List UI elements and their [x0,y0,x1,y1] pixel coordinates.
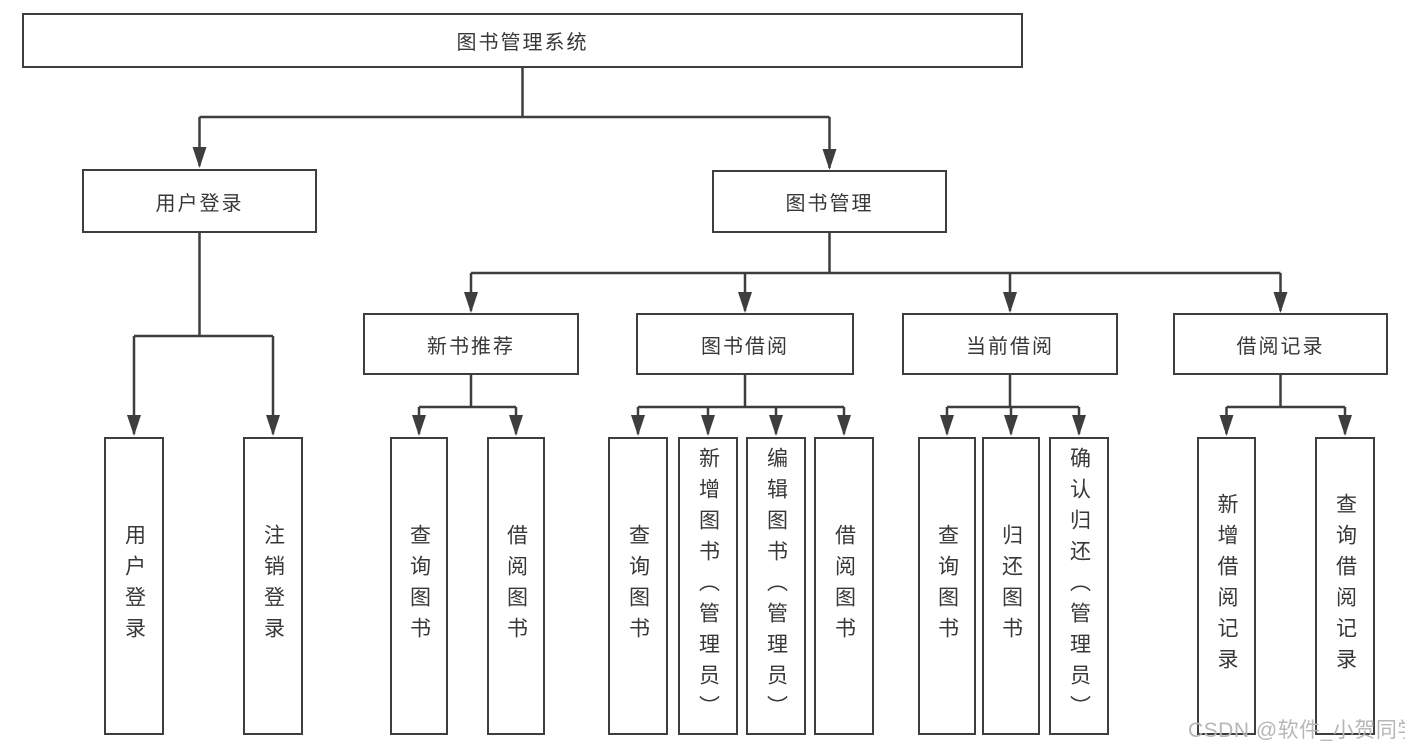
leaf-cb-query-books: 查询图书 [918,437,976,735]
node-label: 借阅图书 [832,524,856,648]
leaf-nbr-borrow-books: 借阅图书 [487,437,545,735]
node-current-borrowing: 当前借阅 [902,313,1118,375]
leaf-br-add-record: 新增借阅记录 [1197,437,1256,735]
node-label: 注销登录 [261,524,285,648]
leaf-bb-add-books-admin: 新增图书（管理员） [678,437,738,735]
node-label: 查询借阅记录 [1333,493,1357,679]
node-book-management: 图书管理 [712,170,947,233]
node-label: 图书借阅 [701,335,789,358]
csdn-watermark: CSDN @软件_小贺同学 [1188,719,1405,742]
node-label: 查询图书 [407,524,431,648]
leaf-cb-return-books: 归还图书 [982,437,1040,735]
node-label: 编辑图书（管理员） [764,446,788,726]
leaf-bb-query-books: 查询图书 [608,437,668,735]
leaf-user-login: 用户登录 [104,437,164,735]
leaf-bb-borrow-books: 借阅图书 [814,437,874,735]
node-label: 确认归还（管理员） [1067,446,1091,726]
node-borrowing-records: 借阅记录 [1173,313,1388,375]
node-label: 借阅记录 [1236,335,1325,358]
node-label: 图书管理系统 [456,32,589,54]
leaf-cb-confirm-return-admin: 确认归还（管理员） [1049,437,1109,735]
node-label: 当前借阅 [966,335,1054,358]
node-label: 新书推荐 [427,335,515,358]
leaf-logout: 注销登录 [243,437,303,735]
node-label: 用户登录 [122,524,146,648]
leaf-bb-edit-books-admin: 编辑图书（管理员） [746,437,806,735]
node-label: 用户登录 [155,192,244,215]
node-user-login: 用户登录 [82,169,317,233]
leaf-br-query-record: 查询借阅记录 [1315,437,1375,735]
node-label: 查询图书 [626,524,650,648]
node-label: 查询图书 [935,524,959,648]
node-label: 归还图书 [999,524,1023,648]
node-book-borrowing: 图书借阅 [636,313,854,375]
node-label: 新增借阅记录 [1215,493,1238,679]
node-label: 借阅图书 [504,524,528,648]
node-library-system: 图书管理系统 [22,13,1023,68]
node-new-book-recommendation: 新书推荐 [363,313,579,375]
leaf-nbr-query-books: 查询图书 [390,437,448,735]
node-label: 新增图书（管理员） [696,446,720,726]
node-label: 图书管理 [785,193,874,215]
